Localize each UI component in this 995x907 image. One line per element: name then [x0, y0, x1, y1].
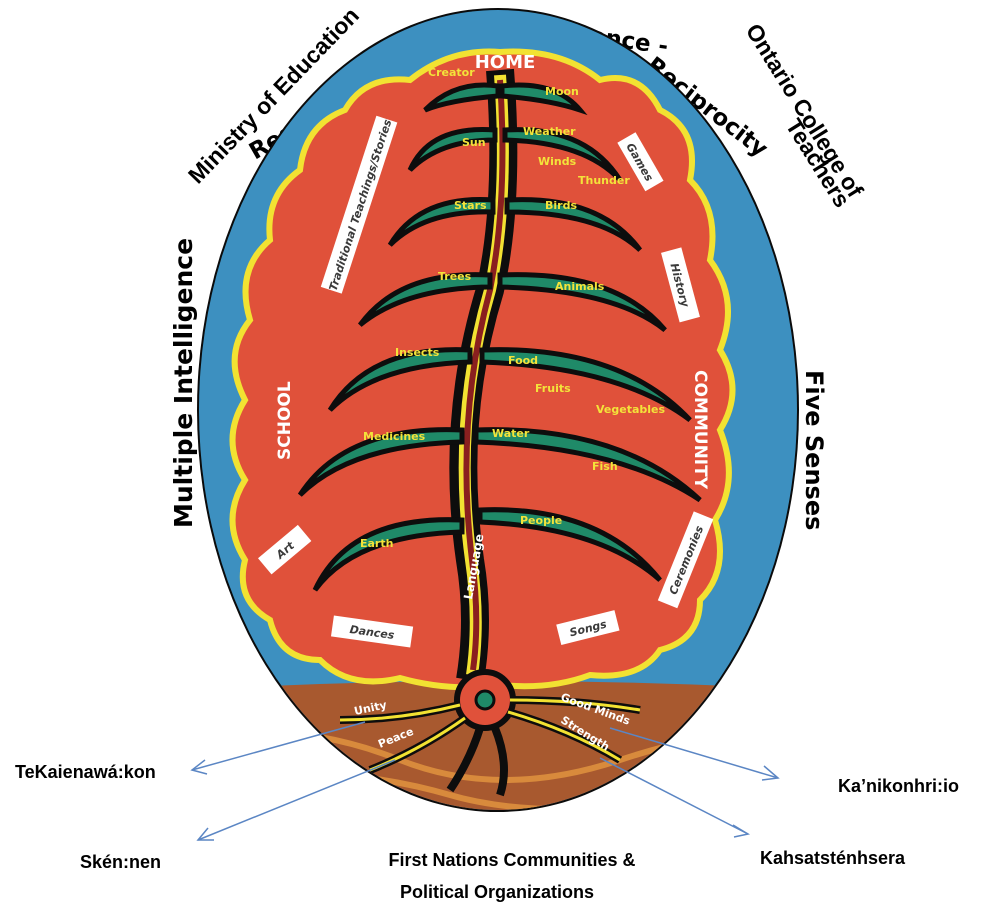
label-creator: Creator [428, 66, 475, 79]
label-thunder: Thunder [578, 174, 630, 187]
label-stars: Stars [454, 199, 487, 212]
label-weather: Weather [523, 125, 576, 138]
callout-kanikonhrio: Ka’nikonhri:io [838, 776, 959, 796]
label-fish: Fish [592, 460, 618, 473]
community-label: COMMUNITY [690, 370, 710, 490]
callout-first-nations-2: Political Organizations [400, 882, 594, 902]
callout-first-nations-1: First Nations Communities & [388, 850, 635, 870]
ontario-label-1: Ontario College of [741, 19, 869, 202]
callout-kahsatstenhsera: Kahsatsténhsera [760, 848, 906, 868]
label-moon: Moon [545, 85, 579, 98]
label-animals: Animals [555, 280, 605, 293]
label-food: Food [508, 354, 538, 367]
label-medicines: Medicines [363, 430, 426, 443]
label-insects: Insects [395, 346, 440, 359]
label-birds: Birds [545, 199, 577, 212]
home-label: HOME [475, 52, 536, 73]
label-trees: Trees [438, 270, 472, 283]
callout-tekaienawakon: TeKaienawá:kon [15, 762, 156, 782]
callout-skennen: Skén:nen [80, 852, 161, 872]
label-fruits: Fruits [535, 382, 571, 395]
label-earth: Earth [360, 537, 393, 550]
label-winds: Winds [538, 155, 577, 168]
school-label: SCHOOL [275, 381, 295, 460]
label-vegetables: Vegetables [596, 403, 665, 416]
label-water: Water [492, 427, 530, 440]
multiple-intelligence-label: Multiple Intelligence [169, 238, 198, 528]
label-people: People [520, 514, 562, 527]
five-senses-label: Five Senses [800, 370, 828, 530]
label-sun: Sun [462, 136, 486, 149]
